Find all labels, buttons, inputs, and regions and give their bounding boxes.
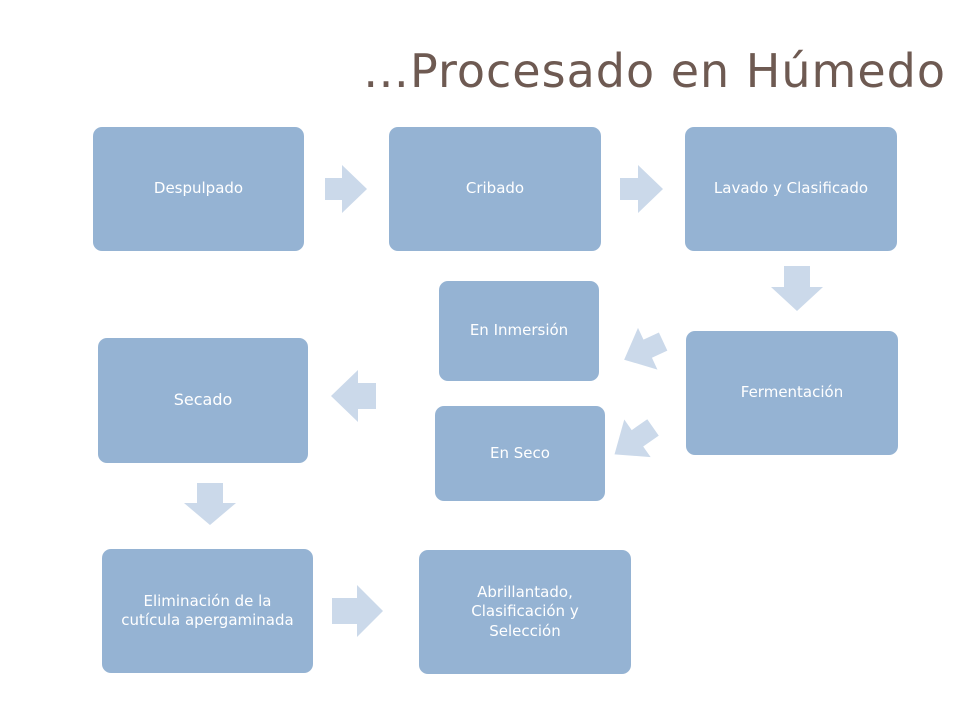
- step-eliminacion-cuticula: Eliminación de la cutícula apergaminada: [102, 549, 313, 673]
- step-label: Lavado y Clasificado: [713, 179, 869, 198]
- step-label: En Seco: [490, 443, 550, 462]
- arrow-diagonal-icon: [624, 327, 668, 370]
- step-label: Fermentación: [740, 383, 844, 402]
- step-lavado-clasificado: Lavado y Clasificado: [685, 127, 897, 251]
- step-fermentacion: Fermentación: [686, 331, 898, 455]
- step-despulpado: Despulpado: [93, 127, 304, 251]
- step-label: Secado: [173, 390, 233, 410]
- arrow-left-icon: [331, 370, 376, 422]
- step-label: Despulpado: [153, 179, 244, 198]
- step-secado: Secado: [98, 338, 308, 463]
- step-cribado: Cribado: [389, 127, 601, 251]
- arrow-right-icon: [325, 165, 367, 213]
- step-en-inmersion: En Inmersión: [439, 281, 599, 381]
- step-abrillantado-clasificacion-seleccion: Abrillantado, Clasificación y Selección: [419, 550, 631, 674]
- arrow-down-icon: [771, 266, 823, 311]
- step-label: Abrillantado, Clasificación y Selección: [471, 582, 579, 640]
- step-label: Cribado: [465, 179, 525, 198]
- step-en-seco: En Seco: [435, 406, 605, 501]
- step-label: Eliminación de la cutícula apergaminada: [121, 591, 294, 630]
- step-label: En Inmersión: [469, 321, 569, 340]
- arrow-diagonal-icon: [614, 419, 659, 458]
- arrow-down-icon: [184, 483, 236, 525]
- arrow-right-icon: [332, 585, 383, 637]
- arrow-right-icon: [620, 165, 663, 213]
- slide-title: …Procesado en Húmedo: [363, 44, 946, 98]
